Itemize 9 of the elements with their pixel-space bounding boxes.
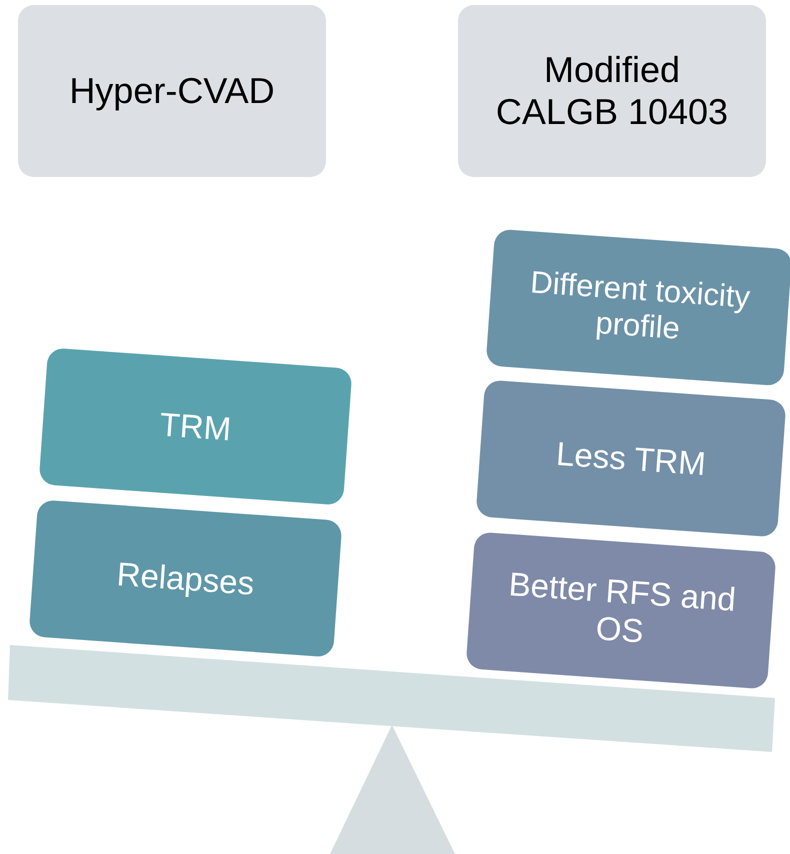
box-label: Modified CALGB 10403 [494,49,730,133]
regimen-box [458,5,766,177]
box-label: Less TRM [554,434,708,483]
box-label: Better RFS and OS [506,564,738,652]
regimen-box [18,5,326,177]
box-label: TRM [158,405,232,448]
box-label: Different toxicity profile [528,262,752,348]
box-label: Hyper-CVAD [69,70,275,112]
box-label: Relapses [116,554,256,602]
